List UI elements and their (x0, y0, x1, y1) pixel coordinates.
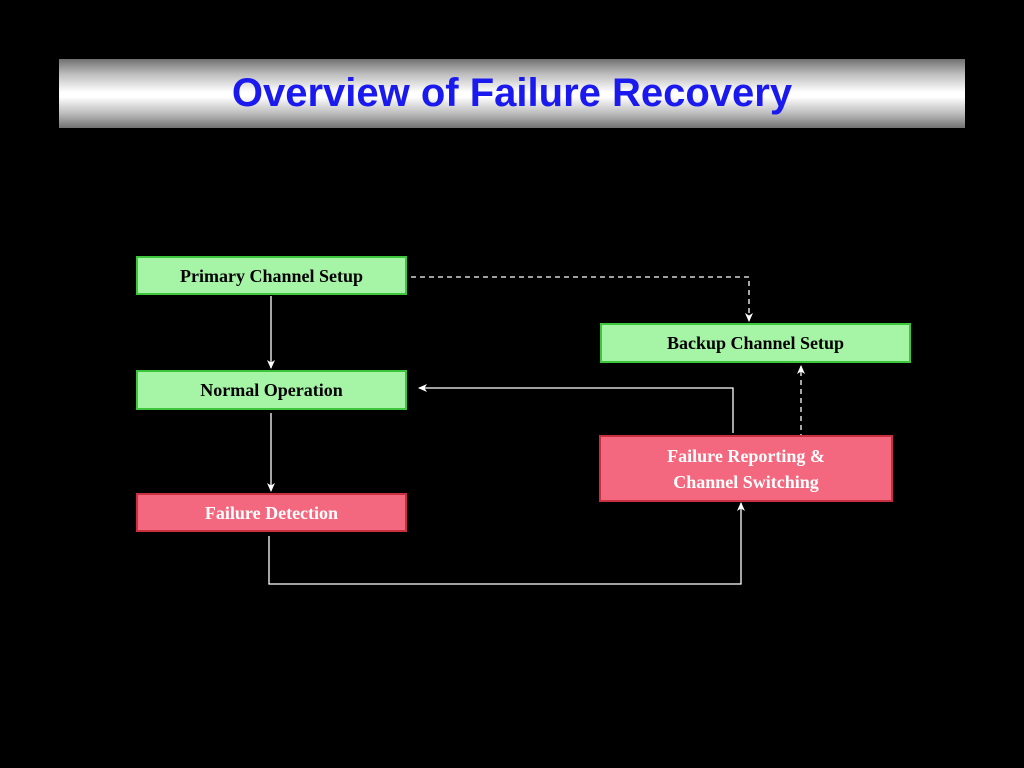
node-normal-operation: Normal Operation (136, 370, 407, 410)
node-failure-reporting-channel-switching: Failure Reporting & Channel Switching (599, 435, 893, 502)
edge-detection-to-reporting (268, 502, 745, 585)
node-label-line-2: Channel Switching (673, 471, 819, 492)
edge-reporting-to-normal (418, 384, 734, 433)
node-label: Primary Channel Setup (179, 265, 363, 286)
edge-primary-to-backup-dashed (411, 276, 753, 322)
node-failure-detection: Failure Detection (136, 493, 407, 532)
node-label-line-1: Failure Reporting & (667, 445, 825, 466)
node-primary-channel-setup: Primary Channel Setup (136, 256, 407, 295)
node-label: Failure Detection (204, 502, 339, 523)
node-label: Backup Channel Setup (666, 333, 845, 353)
node-label: Failure Reporting & Channel Switching (667, 443, 825, 495)
slide-title: Overview of Failure Recovery (231, 71, 793, 115)
node-label: Normal Operation (200, 380, 343, 400)
title-bar: Overview of Failure Recovery (59, 59, 965, 128)
node-backup-channel-setup: Backup Channel Setup (600, 323, 911, 363)
